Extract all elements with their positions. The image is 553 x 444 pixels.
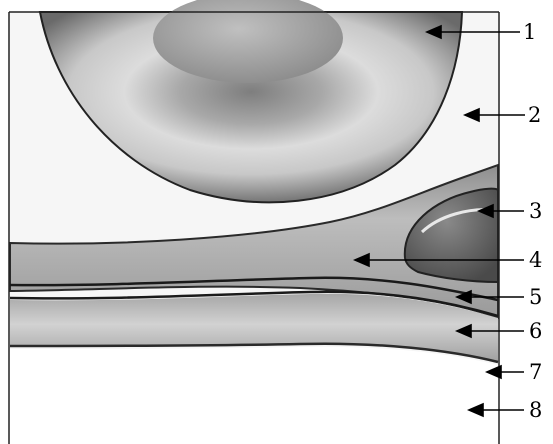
callout-label-6: 6 bbox=[529, 319, 542, 343]
callout-labels: 1 2 3 4 5 6 7 8 bbox=[523, 20, 542, 422]
callout-label-4: 4 bbox=[529, 248, 542, 272]
region-8 bbox=[10, 347, 498, 444]
callout-label-3: 3 bbox=[529, 199, 542, 223]
callout-label-7: 7 bbox=[529, 360, 542, 384]
callout-label-1: 1 bbox=[523, 20, 536, 44]
diagram-illustration bbox=[9, 0, 499, 444]
callout-label-5: 5 bbox=[529, 285, 542, 309]
callout-label-2: 2 bbox=[528, 103, 541, 127]
callout-label-8: 8 bbox=[529, 398, 542, 422]
